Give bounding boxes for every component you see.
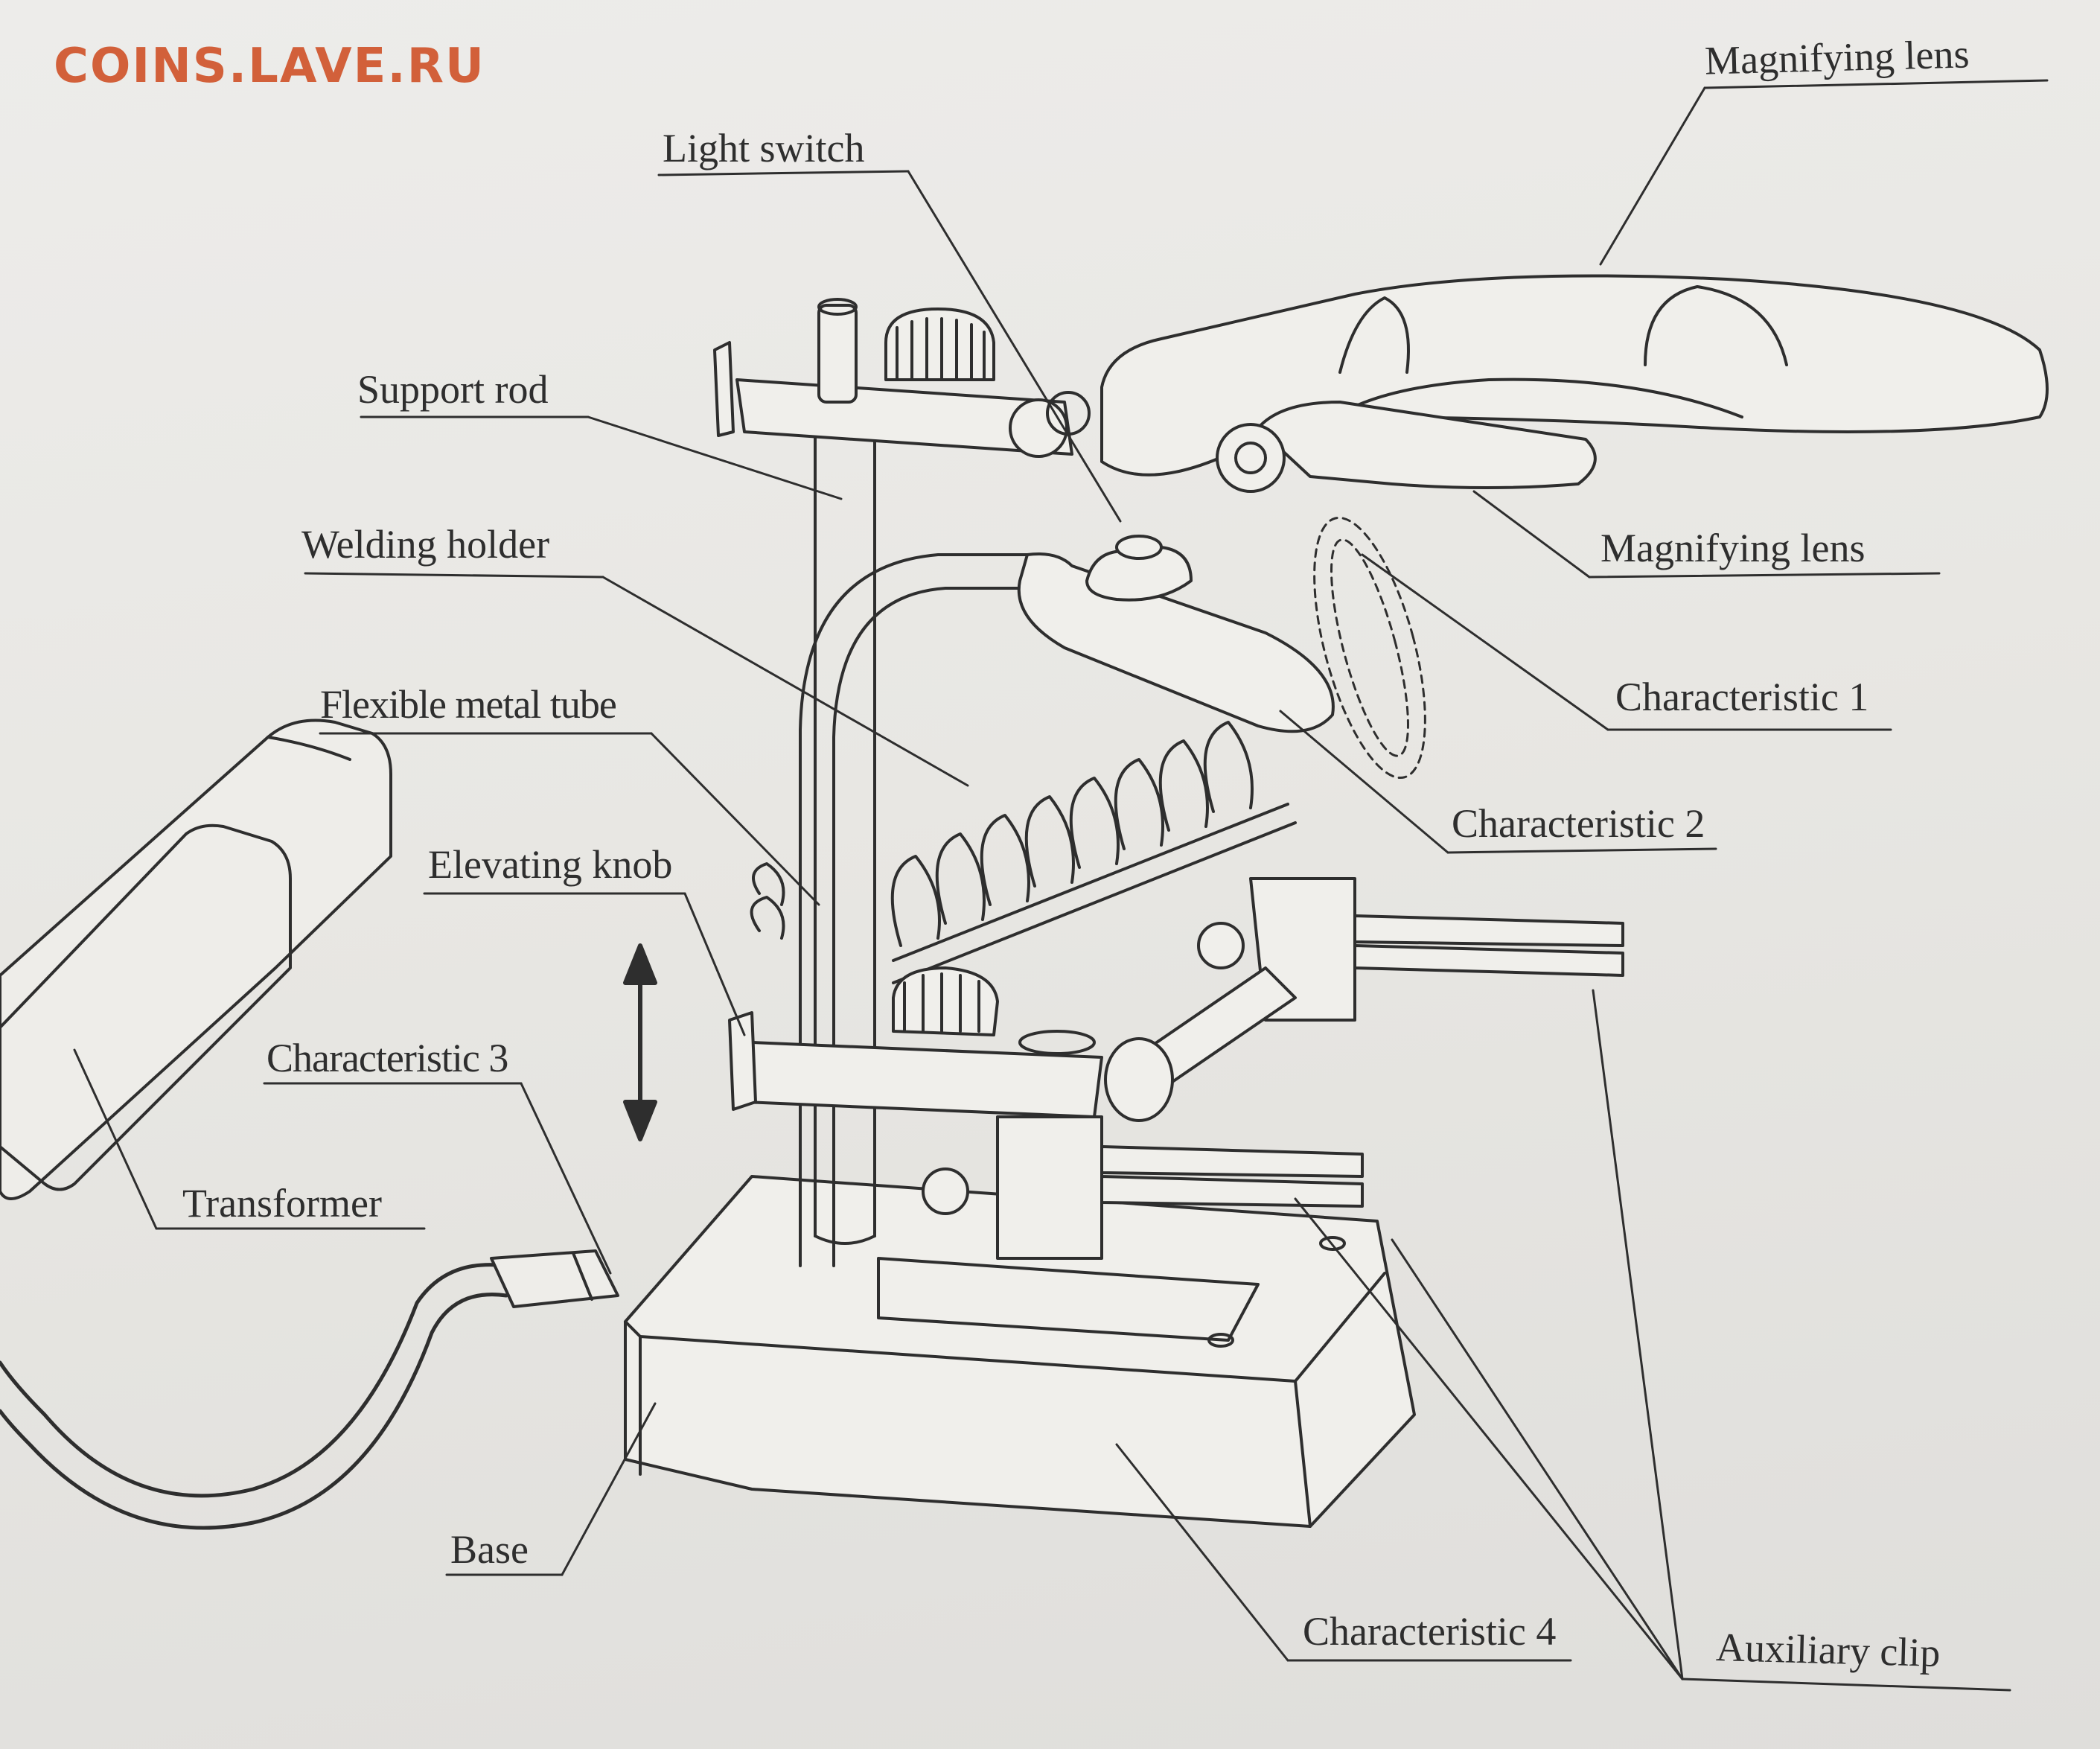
lamp-head-drawing — [1017, 535, 1335, 733]
label-welding-holder: Welding holder — [301, 522, 550, 567]
flexible-tube-drawing — [799, 553, 1036, 1267]
transformer-drawing — [0, 719, 392, 1200]
label-characteristic-3: Characteristic 3 — [267, 1036, 508, 1080]
leader-lines — [73, 79, 2049, 1692]
swung-lens-dashed — [1313, 516, 1426, 780]
label-characteristic-4: Characteristic 4 — [1303, 1609, 1557, 1654]
label-magnifying-lens-top: Magnifying lens — [1704, 31, 1970, 83]
power-cable — [0, 1263, 508, 1498]
power-plug — [490, 1249, 619, 1308]
magnifying-lens-drawing — [1100, 274, 2049, 493]
label-flexible-metal-tube: Flexible metal tube — [320, 682, 617, 727]
label-characteristic-1: Characteristic 1 — [1615, 675, 1869, 719]
label-auxiliary-clip: Auxiliary clip — [1715, 1625, 1941, 1675]
top-clamp-drawing — [713, 298, 1091, 458]
label-light-switch: Light switch — [663, 126, 865, 171]
elevation-arrow — [623, 943, 657, 1141]
base-drawing — [624, 1175, 1416, 1528]
label-transformer: Transformer — [182, 1181, 382, 1226]
label-support-rod: Support rod — [357, 367, 549, 412]
watermark: COINS.LAVE.RU — [54, 39, 485, 94]
welding-holder-drawing — [750, 721, 1297, 984]
label-base: Base — [450, 1527, 529, 1572]
support-rod-drawing — [814, 415, 876, 1245]
label-characteristic-2: Characteristic 2 — [1452, 801, 1705, 846]
lower-clamp-drawing — [728, 966, 1103, 1118]
auxiliary-clip-drawing — [922, 877, 1624, 1260]
label-magnifying-lens-small: Magnifying lens — [1600, 526, 1866, 570]
label-elevating-knob: Elevating knob — [428, 842, 673, 887]
